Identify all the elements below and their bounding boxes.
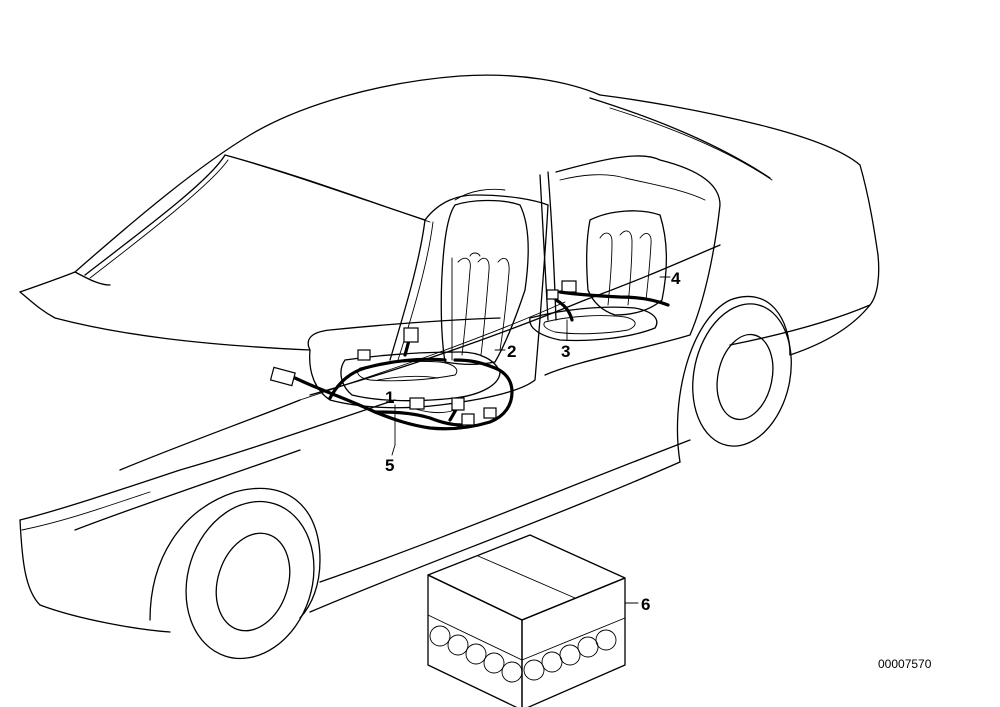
- rear-seat-cushion: [529, 306, 658, 342]
- drawing-number: 00007570: [878, 657, 932, 671]
- callout-3: 3: [561, 342, 570, 361]
- callout-leaders: [391, 276, 671, 604]
- callout-labels: 1 2 3 4 5 6: [385, 269, 681, 614]
- reference-line: [299, 301, 566, 401]
- callout-6: 6: [641, 595, 650, 614]
- harness-connectors: [269, 280, 577, 426]
- rear-seat-backrest: [559, 174, 706, 316]
- callout-2: 2: [507, 342, 516, 361]
- callout-1: 1: [385, 388, 394, 407]
- callout-4: 4: [671, 269, 681, 288]
- parts-box: [427, 534, 626, 707]
- front-seat-backrest: [440, 199, 529, 365]
- wiring-harness: [293, 328, 514, 431]
- rear-harness: [554, 290, 670, 322]
- car-body-outline: [19, 74, 880, 660]
- callout-5: 5: [385, 456, 394, 475]
- box-contents: [429, 625, 617, 683]
